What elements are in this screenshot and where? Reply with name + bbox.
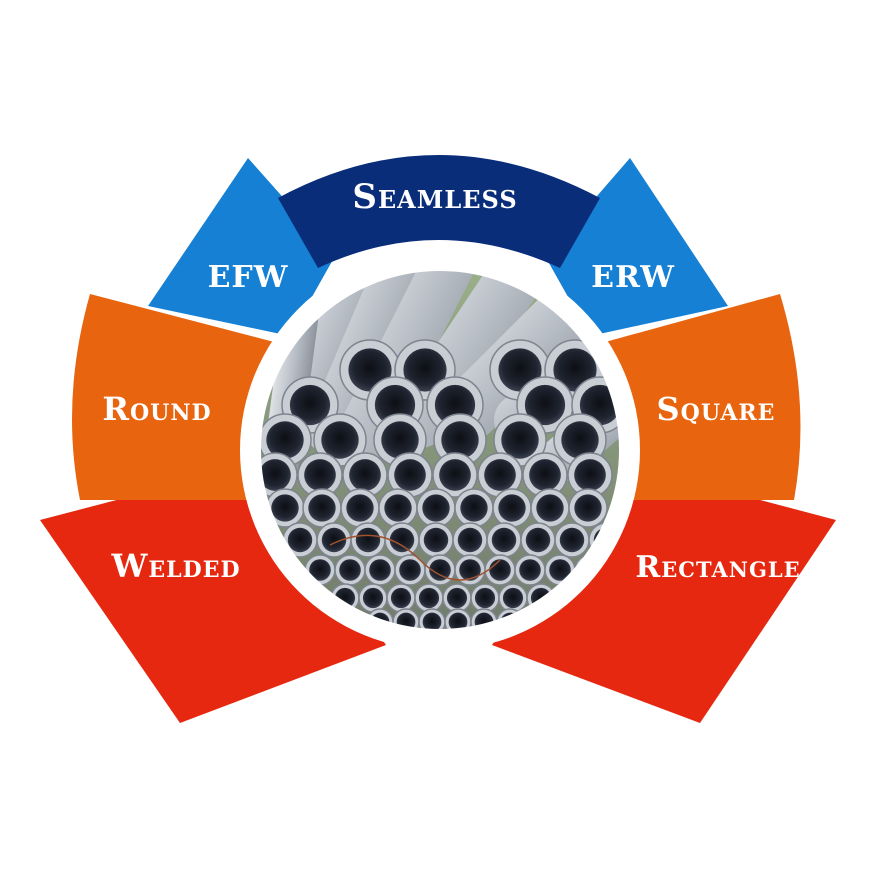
pipe-bore (536, 494, 564, 522)
pipe-bore (389, 527, 415, 553)
pipe-bore (501, 421, 539, 459)
pipe-bore (525, 527, 551, 553)
pipe-bore (484, 459, 516, 491)
pipe-bore (429, 559, 451, 581)
pipe-bore (439, 459, 471, 491)
photo-border (259, 269, 621, 631)
pipe-bore (346, 494, 374, 522)
pipe-bore (390, 587, 412, 609)
pipe-bore (394, 459, 426, 491)
pipe-bore (502, 587, 524, 609)
pipe-bore (349, 459, 381, 491)
pipe-bore (446, 587, 468, 609)
pipe-bore (574, 494, 602, 522)
pipe-bore (459, 559, 481, 581)
pipe-bore (489, 559, 511, 581)
pipe-bore (579, 384, 620, 426)
pipe-bore (559, 527, 585, 553)
pipe-bore (339, 559, 361, 581)
pipe-bore (561, 421, 599, 459)
pipe-bore (369, 559, 391, 581)
rectangle-label: Rectangle (635, 550, 800, 585)
pipe-bore (260, 459, 291, 491)
pipe-bore (362, 587, 384, 609)
round-segment (72, 294, 282, 500)
pipe-bore (474, 587, 496, 609)
erw-label: ERW (591, 260, 675, 295)
seamless-label: Seamless (352, 177, 517, 217)
pipe-bore (355, 527, 381, 553)
pipe-bore (423, 527, 449, 553)
pipe-bore (309, 559, 331, 581)
square-label: Square (657, 390, 776, 428)
pipe-bore (422, 494, 450, 522)
seamless-segment (278, 155, 600, 268)
pipe-bore (519, 559, 541, 581)
pipe-bore (524, 384, 566, 426)
pipe-bore (403, 348, 447, 392)
pipe-bore (271, 494, 299, 522)
pipe-bore (422, 612, 442, 630)
pipe-bore (381, 421, 419, 459)
pipe-bore (321, 527, 347, 553)
pipe-bore (418, 587, 440, 609)
pipe-bore (574, 459, 606, 491)
wire (329, 534, 501, 581)
pipe-bore (441, 421, 479, 459)
pipe-bore (549, 559, 571, 581)
pipe-bore (448, 612, 468, 630)
round-label: Round (102, 390, 211, 428)
efw-segment (148, 158, 335, 336)
pipe-bore (460, 494, 488, 522)
pipe-bore (529, 459, 561, 491)
pipe-bore (266, 421, 304, 459)
pipe-bore (287, 527, 313, 553)
square-segment (598, 294, 801, 500)
efw-label: EFW (208, 260, 289, 295)
pipes-photo (260, 270, 620, 630)
pipe-bore (304, 459, 336, 491)
pipe-bore (321, 421, 359, 459)
pipe-bore (491, 527, 517, 553)
pipe-bore (498, 494, 526, 522)
pipe-bore (384, 494, 412, 522)
welded-label: Welded (110, 547, 240, 585)
pipe-bore (457, 527, 483, 553)
pipe-bore (399, 559, 421, 581)
pipe-bore (308, 494, 336, 522)
erw-segment (545, 158, 728, 336)
pipe-bore (289, 384, 331, 426)
